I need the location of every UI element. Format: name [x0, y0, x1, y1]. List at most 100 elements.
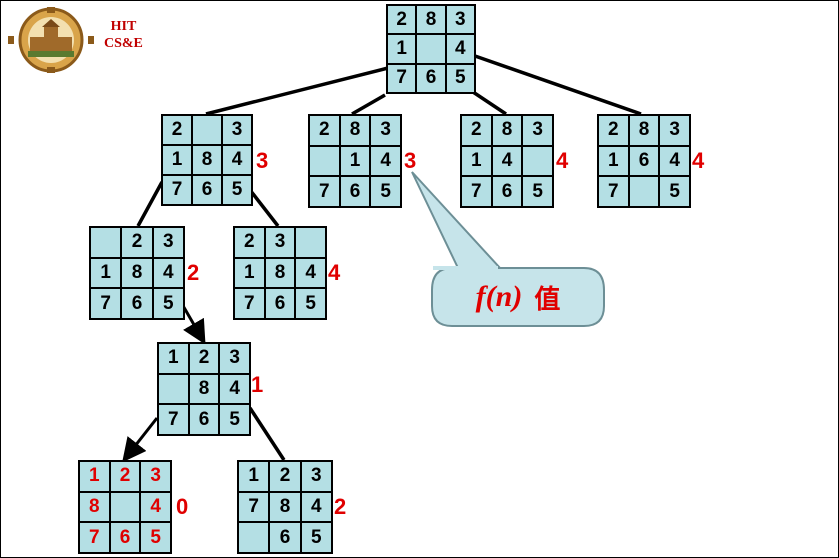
blank-tile [239, 523, 269, 552]
tile: 2 [110, 462, 140, 491]
edge-root-n2 [351, 93, 386, 116]
edge-n5-n7 [180, 303, 206, 345]
tile: 5 [446, 64, 474, 92]
blank-tile [523, 146, 552, 176]
tile: 2 [310, 116, 339, 145]
blank-tile [629, 177, 659, 206]
blank-tile [417, 35, 445, 63]
tile: 4 [220, 374, 249, 404]
tile: 6 [193, 176, 221, 204]
tile: 7 [388, 64, 416, 92]
tile: 2 [599, 116, 628, 145]
tile: 3 [223, 116, 251, 144]
tile: 4 [301, 492, 331, 522]
tile: 7 [599, 177, 628, 206]
tile: 8 [189, 374, 219, 404]
callout-label: f(n) [475, 280, 523, 313]
f-value-n1: 3 [256, 148, 269, 173]
tile: 8 [629, 116, 659, 145]
tile: 7 [235, 289, 264, 318]
tile: 3 [265, 228, 295, 257]
tile: 5 [153, 289, 183, 318]
tile: 4 [223, 146, 251, 174]
tile: 5 [141, 523, 170, 552]
f-value-n4: 4 [692, 148, 705, 173]
tile: 2 [163, 116, 191, 144]
tile: 1 [239, 462, 269, 491]
edge-root-n1 [205, 66, 389, 116]
tile: 5 [371, 177, 400, 206]
tile: 4 [153, 258, 183, 288]
tile: 8 [80, 492, 109, 522]
tile: 1 [388, 35, 416, 63]
tile: 6 [629, 146, 659, 176]
tile: 1 [91, 258, 121, 288]
tile: 6 [270, 523, 300, 552]
tile: 6 [340, 177, 370, 206]
f-value-n2: 3 [404, 148, 417, 173]
tile: 8 [193, 146, 221, 174]
tile: 3 [301, 462, 331, 491]
f-value-n3: 4 [556, 148, 569, 173]
tile: 4 [371, 146, 400, 176]
tile: 5 [296, 289, 325, 318]
tile: 2 [189, 344, 219, 373]
tile: 1 [599, 146, 628, 176]
edge-n7-n9 [248, 407, 286, 461]
tile: 8 [270, 492, 300, 522]
blank-tile [159, 374, 188, 404]
edge-n7-goal [122, 417, 159, 463]
f-value-goal: 0 [176, 494, 189, 519]
tile: 1 [235, 258, 264, 288]
f-value-n5: 2 [187, 260, 200, 285]
edge-n1-n6 [248, 188, 280, 228]
tile: 6 [110, 523, 140, 552]
tile: 3 [660, 116, 689, 145]
tile: 7 [462, 177, 491, 206]
tile: 6 [417, 64, 445, 92]
tile: 8 [340, 116, 370, 145]
tile: 1 [159, 344, 188, 373]
tile: 7 [310, 177, 339, 206]
tile: 8 [265, 258, 295, 288]
blank-tile [110, 492, 140, 522]
tile: 8 [417, 6, 445, 34]
tile: 6 [189, 405, 219, 434]
blank-tile [91, 228, 121, 257]
header-text: HIT CS&E [104, 18, 143, 52]
tile: 5 [523, 177, 552, 206]
tile: 1 [163, 146, 191, 174]
tile: 7 [91, 289, 121, 318]
tile: 4 [492, 146, 522, 176]
header-line1: HIT [110, 19, 137, 34]
tile: 2 [122, 228, 152, 257]
blank-tile [296, 228, 325, 257]
tile: 3 [371, 116, 400, 145]
tile: 3 [220, 344, 249, 373]
tile: 4 [141, 492, 170, 522]
tile: 7 [239, 492, 269, 522]
tile: 1 [80, 462, 109, 491]
tile: 5 [223, 176, 251, 204]
tile: 5 [660, 177, 689, 206]
tile: 6 [265, 289, 295, 318]
tile: 7 [80, 523, 109, 552]
tile: 7 [159, 405, 188, 434]
tile: 5 [301, 523, 331, 552]
tile: 1 [340, 146, 370, 176]
edge-n1-n5 [136, 181, 164, 227]
tile: 2 [270, 462, 300, 491]
tile: 3 [153, 228, 183, 257]
f-value-n7: 1 [251, 372, 264, 397]
callout-suffix: 值 [534, 284, 561, 315]
tile: 4 [296, 258, 325, 288]
callout: f(n) 值 [432, 268, 604, 326]
